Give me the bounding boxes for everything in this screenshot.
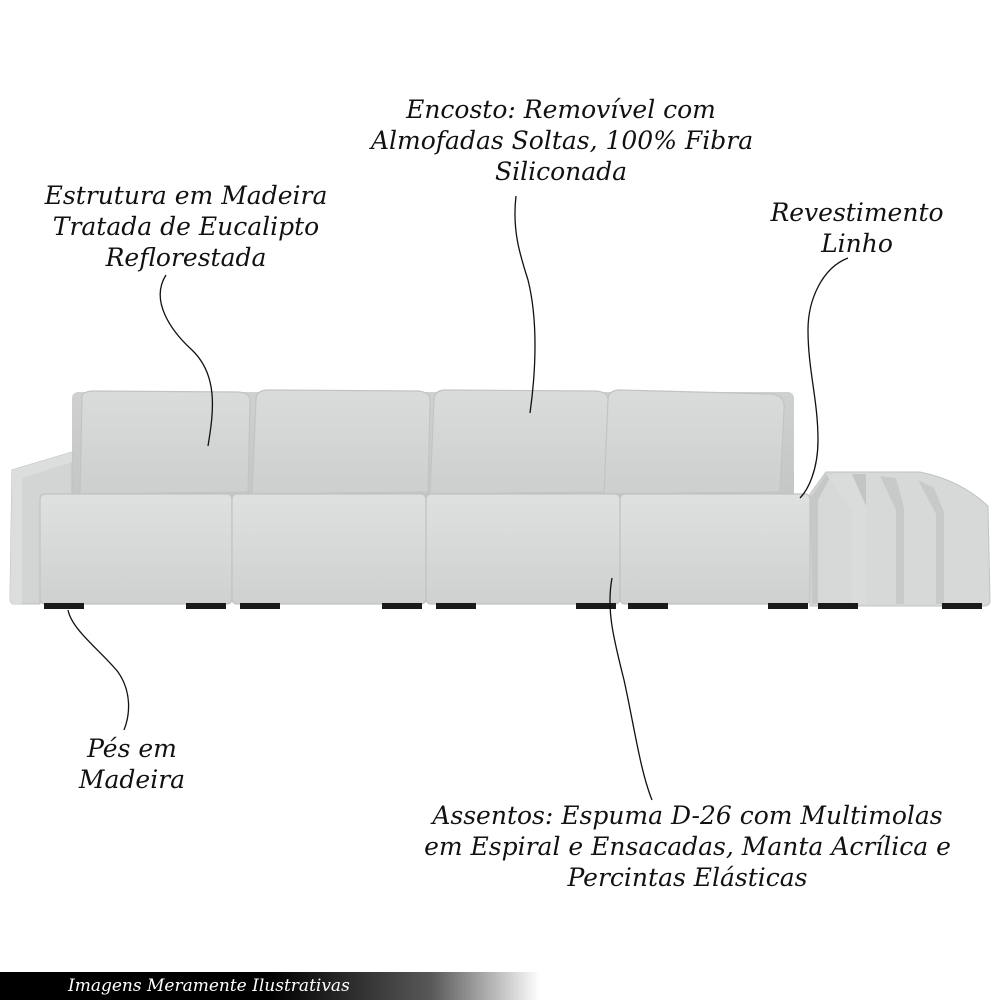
annotation-assentos: Assentos: Espuma D-26 com Multimolas em … — [420, 800, 955, 893]
back-cushion-2 — [251, 389, 431, 495]
annotation-encosto-line-3: Siliconada — [494, 157, 628, 186]
annotation-estrutura-line-1: Estrutura em Madeira — [44, 181, 328, 210]
annotation-assentos-line-1: Assentos: Espuma D-26 com Multimolas — [432, 801, 943, 830]
leader-revestimento — [799, 257, 849, 499]
footer-disclaimer: Imagens Meramente Ilustrativas — [68, 976, 350, 996]
annotation-revestimento: Revestimento Linho — [762, 197, 952, 259]
leader-estrutura — [159, 274, 214, 447]
chaise-module — [809, 471, 991, 607]
back-cushions — [79, 389, 785, 495]
annotation-estrutura: Estrutura em Madeira Tratada de Eucalipt… — [36, 180, 336, 273]
annotation-pes: Pés em Madeira — [62, 733, 202, 795]
back-cushion-1 — [79, 390, 251, 495]
leader-pes — [67, 609, 130, 731]
annotation-assentos-line-3: Percintas Elásticas — [567, 863, 808, 892]
annotation-estrutura-line-3: Reflorestada — [105, 243, 267, 272]
back-cushion-4 — [603, 389, 785, 495]
annotation-encosto-line-1: Encosto: Removível com — [406, 95, 716, 124]
annotation-pes-line-1: Pés em — [87, 734, 177, 763]
annotation-assentos-line-2: em Espiral e Ensacadas, Manta Acrílica e — [424, 832, 951, 861]
leader-encosto — [514, 195, 536, 414]
annotation-encosto-line-2: Almofadas Soltas, 100% Fibra — [371, 126, 754, 155]
seat-cushions — [39, 493, 811, 605]
sofa-feet — [44, 603, 982, 609]
annotation-revestimento-line-1: Revestimento — [770, 198, 944, 227]
annotation-encosto: Encosto: Removível com Almofadas Soltas,… — [371, 94, 754, 187]
annotation-revestimento-line-2: Linho — [821, 229, 893, 258]
footer-bar — [0, 972, 540, 1000]
annotation-estrutura-line-2: Tratada de Eucalipto — [52, 212, 320, 241]
annotation-pes-line-2: Madeira — [78, 765, 186, 794]
leader-assentos — [609, 577, 653, 801]
